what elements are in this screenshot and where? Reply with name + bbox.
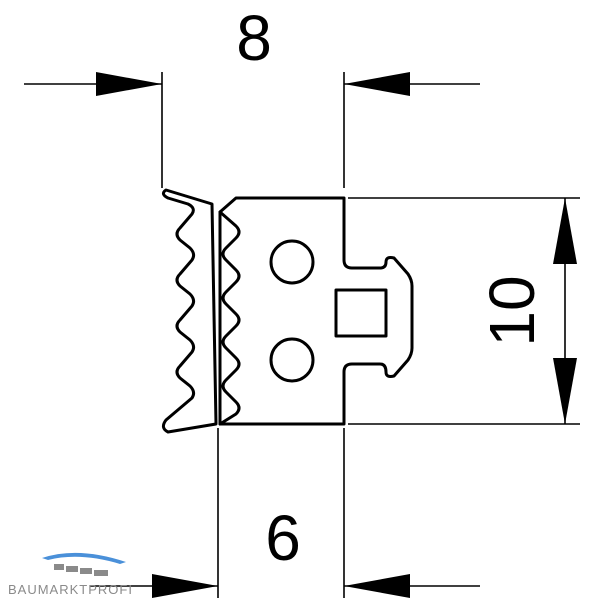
- arrow-top-left: [96, 72, 162, 96]
- dimension-top: 8: [24, 2, 480, 188]
- arrow-top-right: [344, 72, 410, 96]
- arrow-bottom-right: [344, 574, 410, 598]
- hole-top: [269, 239, 315, 285]
- arrow-bottom-left: [152, 574, 218, 598]
- logo-text: BAUMARKTPROFI: [8, 582, 133, 597]
- dimension-label-bottom: 6: [265, 502, 301, 574]
- dimension-bottom: 6: [90, 428, 480, 598]
- dimension-label-right: 10: [476, 275, 548, 346]
- dimension-label-top: 8: [236, 2, 272, 74]
- body-serration: [218, 210, 241, 426]
- arrow-right-bottom: [553, 358, 577, 424]
- arrow-right-top: [553, 198, 577, 264]
- hole-bottom: [269, 337, 315, 383]
- profile-outline: [161, 188, 218, 434]
- square-slot: [334, 288, 388, 338]
- logo-roof-icon: [42, 552, 126, 576]
- profile-body: [218, 196, 414, 426]
- profile-section: [161, 188, 414, 434]
- dimension-right: 10: [348, 197, 580, 425]
- brand-logo: BAUMARKTPROFI: [8, 548, 168, 600]
